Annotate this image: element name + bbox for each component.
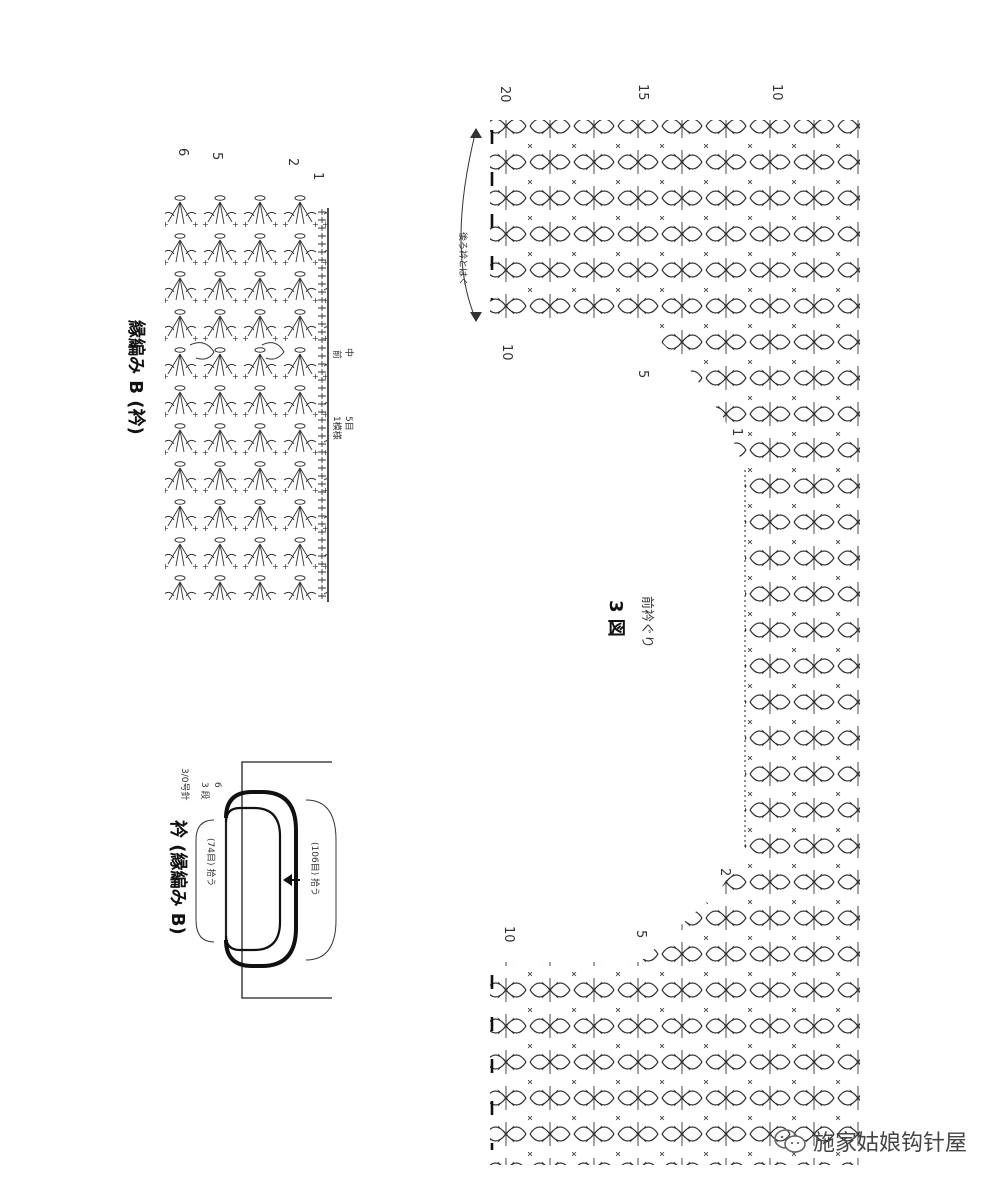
row-label: 5	[635, 370, 650, 379]
row-label: 20	[497, 86, 512, 103]
row-label: 10	[501, 926, 516, 943]
row-label: 10	[499, 344, 514, 361]
row-label: 1	[729, 428, 744, 437]
row-label: 10	[769, 84, 784, 101]
chart-b	[165, 190, 329, 602]
row-label: 5	[633, 930, 648, 939]
center-mark: 中	[343, 348, 353, 358]
repeat-sub: 1模様	[331, 416, 341, 440]
watermark: 施家姑娘钩针屋	[773, 1125, 967, 1157]
fig3-chart	[460, 120, 860, 1165]
center-sub: 前	[331, 350, 341, 360]
row-label: 5	[209, 152, 224, 161]
row-label: 2	[285, 158, 300, 167]
collar-inner-label: (74目) 拾う	[205, 838, 215, 887]
collar-note: 3/0号針	[179, 768, 189, 801]
watermark-text: 施家姑娘钩针屋	[812, 1131, 967, 1156]
back-note: 後ろ衿とはぐ	[457, 232, 467, 287]
fig3-subtitle: 前衿ぐり	[639, 596, 654, 649]
repeat-label: 5目	[343, 416, 353, 431]
row-label: 15	[635, 84, 650, 101]
collar-rows-top: 6	[212, 782, 222, 788]
row-label: 1	[310, 172, 325, 181]
collar-outer-label: (106目) 拾う	[309, 842, 319, 897]
fig3-title: 3 図	[605, 600, 626, 637]
chart-b-title: 縁編み B (衿)	[125, 320, 146, 435]
row-label: 6	[175, 148, 190, 157]
collar-title: 衿 (縁編み B)	[167, 820, 188, 935]
row-label: 2	[717, 868, 732, 877]
collar-schematic	[195, 761, 337, 999]
wechat-icon	[774, 1129, 806, 1153]
collar-rows-bottom: 3 段	[199, 782, 209, 800]
